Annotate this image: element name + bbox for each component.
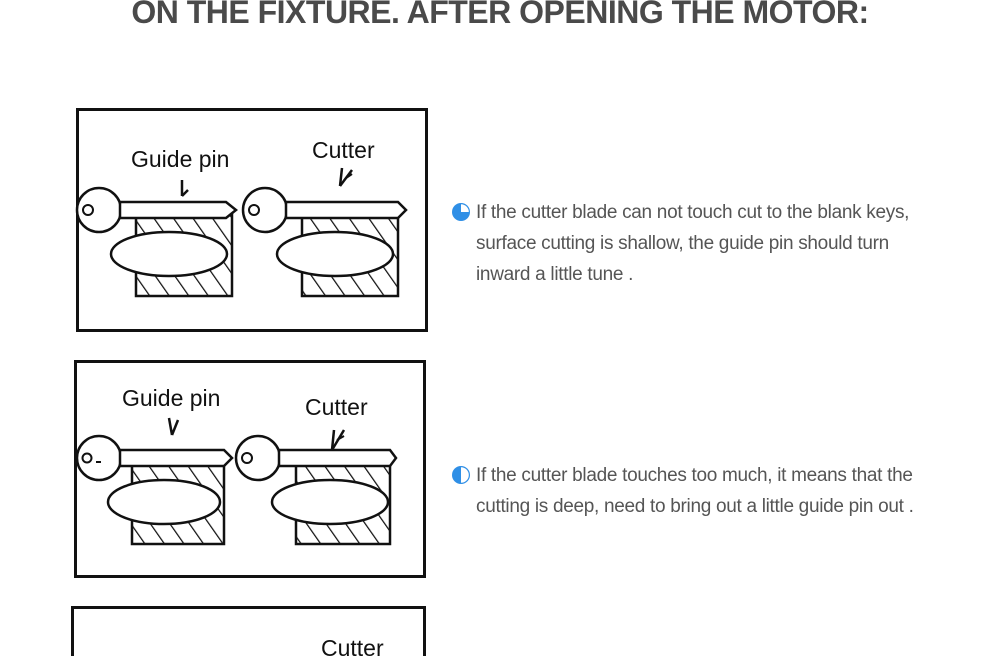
page-title: ON THE FIXTURE. AFTER OPENING THE MOTOR: bbox=[0, 0, 1000, 31]
cutter-label: Cutter bbox=[321, 635, 384, 656]
instruction-text: If the cutter blade touches too much, it… bbox=[476, 460, 971, 522]
instruction-text: If the cutter blade can not touch cut to… bbox=[476, 197, 971, 290]
cutter-label: Cutter bbox=[305, 394, 368, 420]
key-blade bbox=[279, 450, 396, 466]
clamp-knob bbox=[108, 480, 220, 524]
clamp-knob bbox=[111, 232, 227, 276]
diagram-shallow-cut: Guide pin Cutter bbox=[76, 108, 428, 332]
instruction-shallow: If the cutter blade can not touch cut to… bbox=[451, 197, 971, 290]
key-blade bbox=[286, 202, 406, 218]
key-blade bbox=[120, 450, 232, 466]
guide-pin-label: Guide pin bbox=[131, 146, 229, 172]
half-pie-icon bbox=[451, 465, 471, 485]
diagram-deep-cut: Guide pin Cutter bbox=[74, 360, 426, 578]
guide-pin-label: Guide pin bbox=[122, 385, 220, 411]
clamp-knob bbox=[272, 480, 388, 524]
cutter-label: Cutter bbox=[312, 137, 375, 163]
clamp-knob bbox=[277, 232, 393, 276]
diagram-third: Cutter bbox=[71, 606, 426, 656]
key-blade bbox=[120, 202, 236, 218]
instruction-deep: If the cutter blade touches too much, it… bbox=[451, 460, 971, 522]
quarter-pie-icon bbox=[451, 202, 471, 222]
